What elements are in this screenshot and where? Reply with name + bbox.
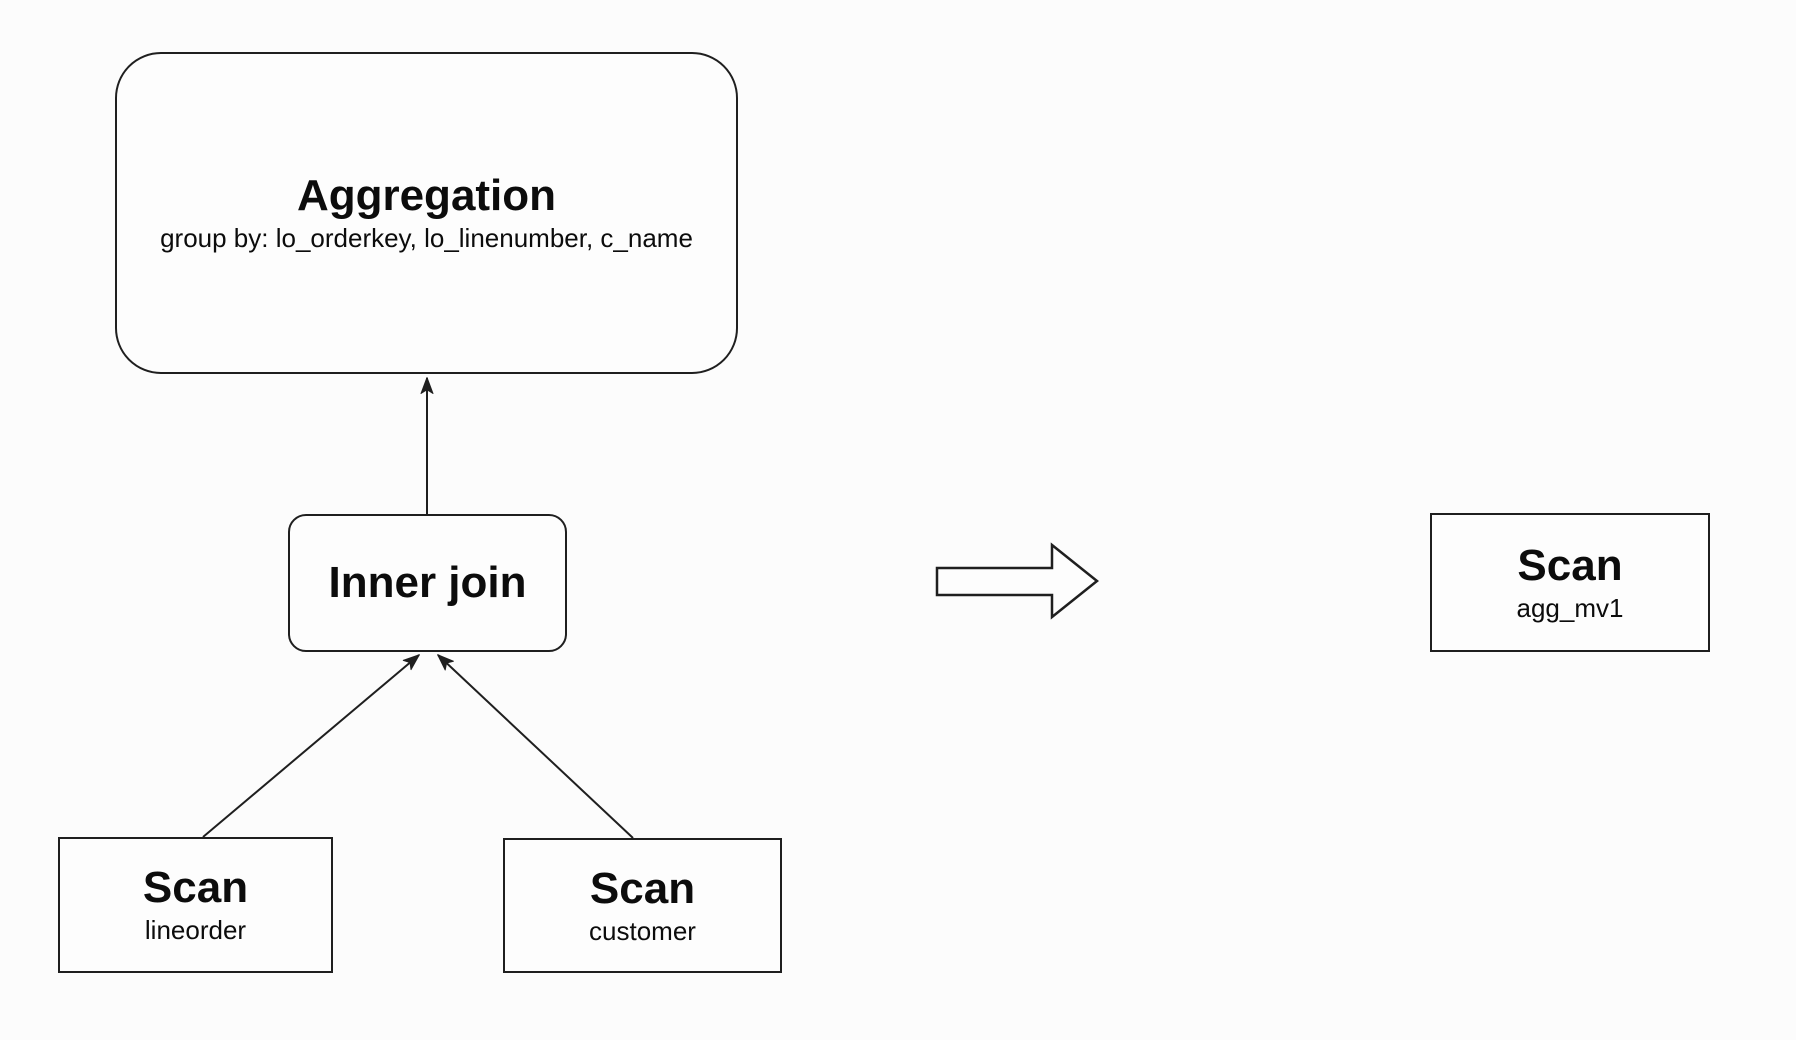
- scan-agg-mv1-table-label: agg_mv1: [1516, 592, 1624, 623]
- scan-agg-mv1-title: Scan: [1517, 540, 1623, 590]
- scan-customer-node: Scan customer: [503, 838, 782, 973]
- aggregation-node: Aggregation group by: lo_orderkey, lo_li…: [115, 52, 738, 374]
- inner-join-node: Inner join: [288, 514, 567, 652]
- scan-agg-mv1-node: Scan agg_mv1: [1430, 513, 1710, 652]
- scan-lineorder-table-label: lineorder: [144, 915, 247, 946]
- aggregation-title: Aggregation: [296, 171, 557, 221]
- edge-scan-customer-to-inner-join: [437, 654, 634, 839]
- inner-join-title: Inner join: [328, 558, 527, 608]
- aggregation-groupby-label: group by: lo_orderkey, lo_linenumber, c_…: [160, 223, 693, 254]
- scan-lineorder-title: Scan: [142, 863, 249, 913]
- edge-scan-lineorder-to-inner-join: [202, 654, 420, 838]
- scan-customer-title: Scan: [589, 863, 696, 913]
- scan-lineorder-node: Scan lineorder: [58, 837, 333, 973]
- scan-customer-table-label: customer: [589, 915, 696, 946]
- rewrite-arrow-icon: [935, 542, 1100, 620]
